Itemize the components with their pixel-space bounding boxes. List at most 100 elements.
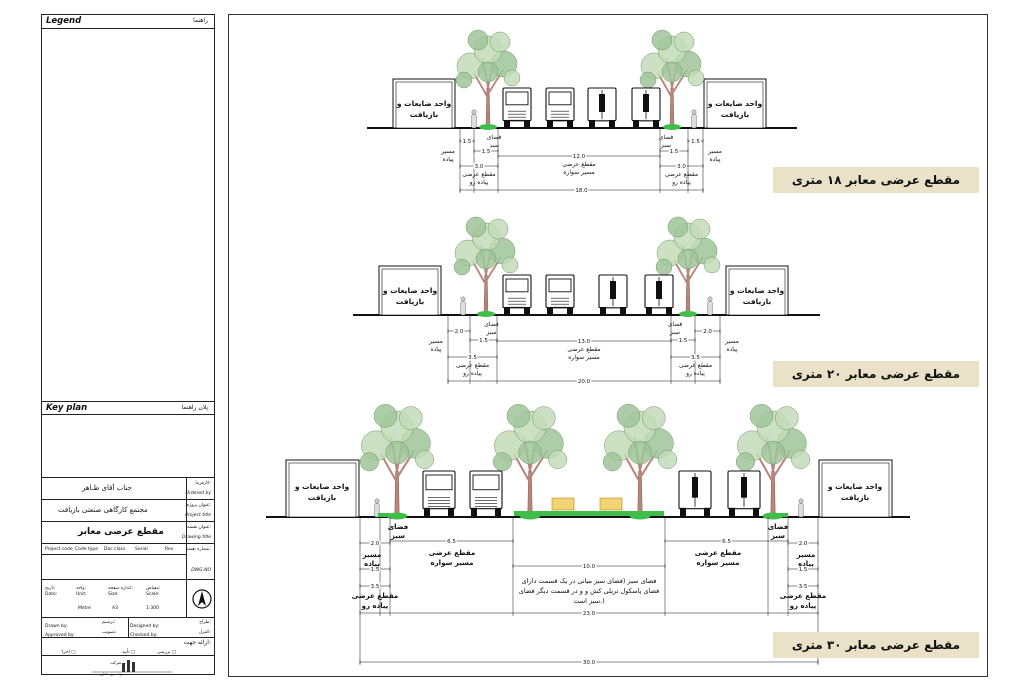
building-label-left: بازیافت [410, 110, 439, 119]
scale-label: Scale: [146, 592, 160, 597]
rev-label: Rev [165, 547, 174, 552]
sidewalk-label-right: مقطع عرضی [679, 362, 712, 369]
dim-green-right-value: 1.5 [670, 149, 679, 155]
approved-by-label: Approved by: [45, 633, 75, 638]
ordered-by-label: کارفرما: [195, 481, 211, 486]
person-head [460, 296, 466, 302]
unit-label: Unit: [76, 592, 87, 597]
title-block-panel: Legend راهنما Key plan پلان راهنما جناب … [41, 14, 215, 676]
building-inner [381, 268, 439, 316]
truck-windshield [425, 474, 453, 491]
truck-4 [644, 274, 674, 315]
tree-branches [471, 242, 502, 286]
tree-foliage [415, 450, 435, 469]
tree-foliage [677, 248, 699, 270]
truck-wheel [646, 307, 652, 315]
dim-sidewalk-left-value: 3.5 [468, 355, 477, 361]
tree-foliage [501, 256, 519, 274]
truck-wheel [547, 307, 553, 315]
dim-carriageway-right-value: 6.5 [722, 539, 731, 545]
truck-wheel [471, 507, 477, 517]
truck-wheel [633, 120, 639, 128]
tree-foliage [703, 256, 721, 274]
dim-green-right-value: 1.5 [679, 338, 688, 344]
walkway-label-left: پیاده [364, 560, 380, 568]
truck-handle [643, 94, 649, 112]
truck-wheel [567, 307, 573, 315]
ordered-by-label-en: Ordered by [185, 491, 211, 496]
truck-2 [545, 87, 575, 128]
truck-3 [598, 274, 628, 315]
tree-foliage [761, 440, 785, 465]
truck-3 [678, 470, 712, 517]
green-label-right: سبز [669, 329, 680, 336]
purpose-option-execute[interactable]: اجرا □ [62, 650, 76, 655]
dim-sidewalk-right-value: 3.0 [677, 164, 686, 170]
tree-shrub [479, 124, 497, 130]
tree-foliage [503, 69, 521, 87]
truck-handle [741, 477, 747, 498]
tree-right [735, 404, 811, 520]
designed-by-label-fa: طراح: [199, 620, 211, 625]
median-green-strip [514, 511, 664, 516]
truck-wheel [448, 507, 454, 517]
keyplan-title-fa: پلان راهنما [181, 404, 208, 411]
dim-green-left-value: 1.5 [371, 567, 380, 573]
median-description: سبز است.) [573, 597, 604, 605]
tree-foliage [628, 440, 652, 465]
building-label-left: واحد ضایعات و [294, 482, 350, 491]
project-title-value: مجتمع کارگاهی صنعتی بازیافت [58, 506, 148, 514]
building-label-right: واحد ضایعات و [707, 99, 763, 108]
pedestrian-left [460, 296, 466, 316]
building-label-right: بازیافت [841, 493, 870, 502]
truck-wheel [600, 307, 606, 315]
tree-shrub [679, 311, 697, 317]
sidewalk-label-left: پیاده رو [469, 179, 489, 186]
dim-walk-left-value: 1.5 [463, 139, 472, 145]
dim-green-right-value: 1.5 [799, 567, 808, 573]
tree-foliage [489, 31, 511, 53]
tree-foliage [602, 452, 622, 472]
truck-handle [599, 94, 605, 112]
truck-1 [422, 470, 456, 517]
tree-foliage [749, 404, 774, 428]
firm-row: شرکت ... مهندسین مشاور [42, 655, 214, 676]
truck-wheel [504, 120, 510, 128]
purpose-option-review[interactable]: بررسی □ [157, 650, 177, 655]
tree-branches [673, 242, 704, 286]
dim-carriageway-value: 12.0 [573, 154, 586, 160]
firm-name: شرکت ... [110, 660, 127, 665]
tree-foliage [642, 406, 666, 430]
drawing-title-value: مقطع عرضی معابر [78, 527, 164, 537]
tree-branches [379, 434, 416, 484]
truck-wheel [589, 120, 595, 128]
dim-green-left-value: 1.5 [479, 338, 488, 344]
purpose-option-approve[interactable]: تأیید □ [122, 650, 136, 655]
median-bench-1 [551, 497, 575, 511]
truck-windshield [548, 278, 572, 293]
dim-walk-right-value: 2.0 [703, 329, 712, 335]
truck-wheel [680, 507, 686, 517]
tree-foliage [453, 258, 471, 276]
median-description: فضای سبز (فضای سبز میانی در یک قسمت دارا… [522, 577, 657, 585]
dim-sidewalk-left-value: 3.0 [475, 164, 484, 170]
dim-carriageway-value: 13.0 [578, 339, 591, 345]
tree-foliage [455, 71, 473, 89]
tree-foliage [359, 452, 379, 472]
waste-building-left [285, 459, 360, 518]
tree-shrub [477, 311, 495, 317]
truck-handle [692, 477, 698, 498]
truck-wheel [609, 120, 615, 128]
truck-wheel [547, 120, 553, 128]
tree-right [639, 29, 705, 130]
dim-sidewalk-left-value: 3.5 [371, 584, 380, 590]
people-row: ترسیم: Drawn by: طراح: Designed by: تصوی… [42, 617, 214, 638]
walkway-label-left: پیاده [430, 346, 441, 353]
truck-handle [610, 281, 616, 299]
section-title-18m: مقطع عرضی معابر ۱۸ متری [773, 167, 979, 193]
green-label-left: فضای [487, 134, 502, 141]
green-label-right: فضای [659, 134, 674, 141]
tree-left [453, 216, 519, 317]
truck-handle [656, 281, 662, 299]
